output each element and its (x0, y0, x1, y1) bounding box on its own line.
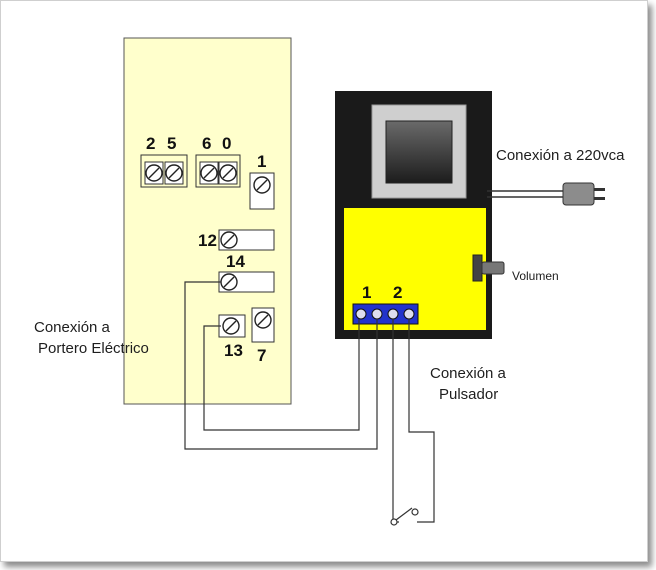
porter-panel (123, 37, 292, 405)
button-connection-label-line1: Conexión a (430, 365, 507, 382)
terminal-1-label: 1 (257, 152, 266, 171)
screw-terminal-icon (145, 164, 163, 182)
push-button-switch-icon (390, 507, 419, 526)
screw-terminal-icon (219, 164, 237, 182)
button-wires (392, 319, 435, 523)
screw-terminal-icon (254, 311, 272, 329)
terminal-14-label: 14 (226, 252, 245, 271)
screw-terminal-icon (220, 273, 238, 291)
monitor-terminal-1-label: 1 (362, 283, 371, 302)
diagram-frame (0, 0, 648, 562)
screw-terminal-icon (222, 317, 240, 335)
screw-terminal-icon (220, 231, 238, 249)
screw-terminal-icon (165, 164, 183, 182)
monitor-screen (385, 120, 453, 184)
volume-knob-icon[interactable] (472, 254, 505, 282)
terminal-2-label: 2 (146, 134, 155, 153)
porter-connection-label-line2: Portero Eléctrico (38, 340, 149, 357)
terminal-12-label: 12 (198, 231, 217, 250)
terminal-5-label: 5 (167, 134, 176, 153)
power-cable (487, 190, 566, 198)
terminal-0-label: 0 (222, 134, 231, 153)
terminal-6-label: 6 (202, 134, 211, 153)
power-connection-label: Conexión a 220vca (496, 147, 625, 164)
monitor-terminal-2-label: 2 (393, 283, 402, 302)
terminal-7-label: 7 (257, 346, 266, 365)
monitor-terminal-strip (352, 303, 419, 325)
porter-connection-label-line1: Conexión a (34, 319, 111, 336)
terminal-block-60 (195, 154, 241, 188)
volume-label: Volumen (512, 269, 559, 283)
terminal-13-label: 13 (224, 341, 243, 360)
porter-wires (184, 281, 378, 450)
button-connection-label-line2: Pulsador (439, 386, 498, 403)
screw-terminal-icon (253, 176, 271, 194)
terminal-block-25 (140, 154, 188, 188)
power-plug-icon (562, 182, 605, 206)
screw-terminal-icon (200, 164, 218, 182)
